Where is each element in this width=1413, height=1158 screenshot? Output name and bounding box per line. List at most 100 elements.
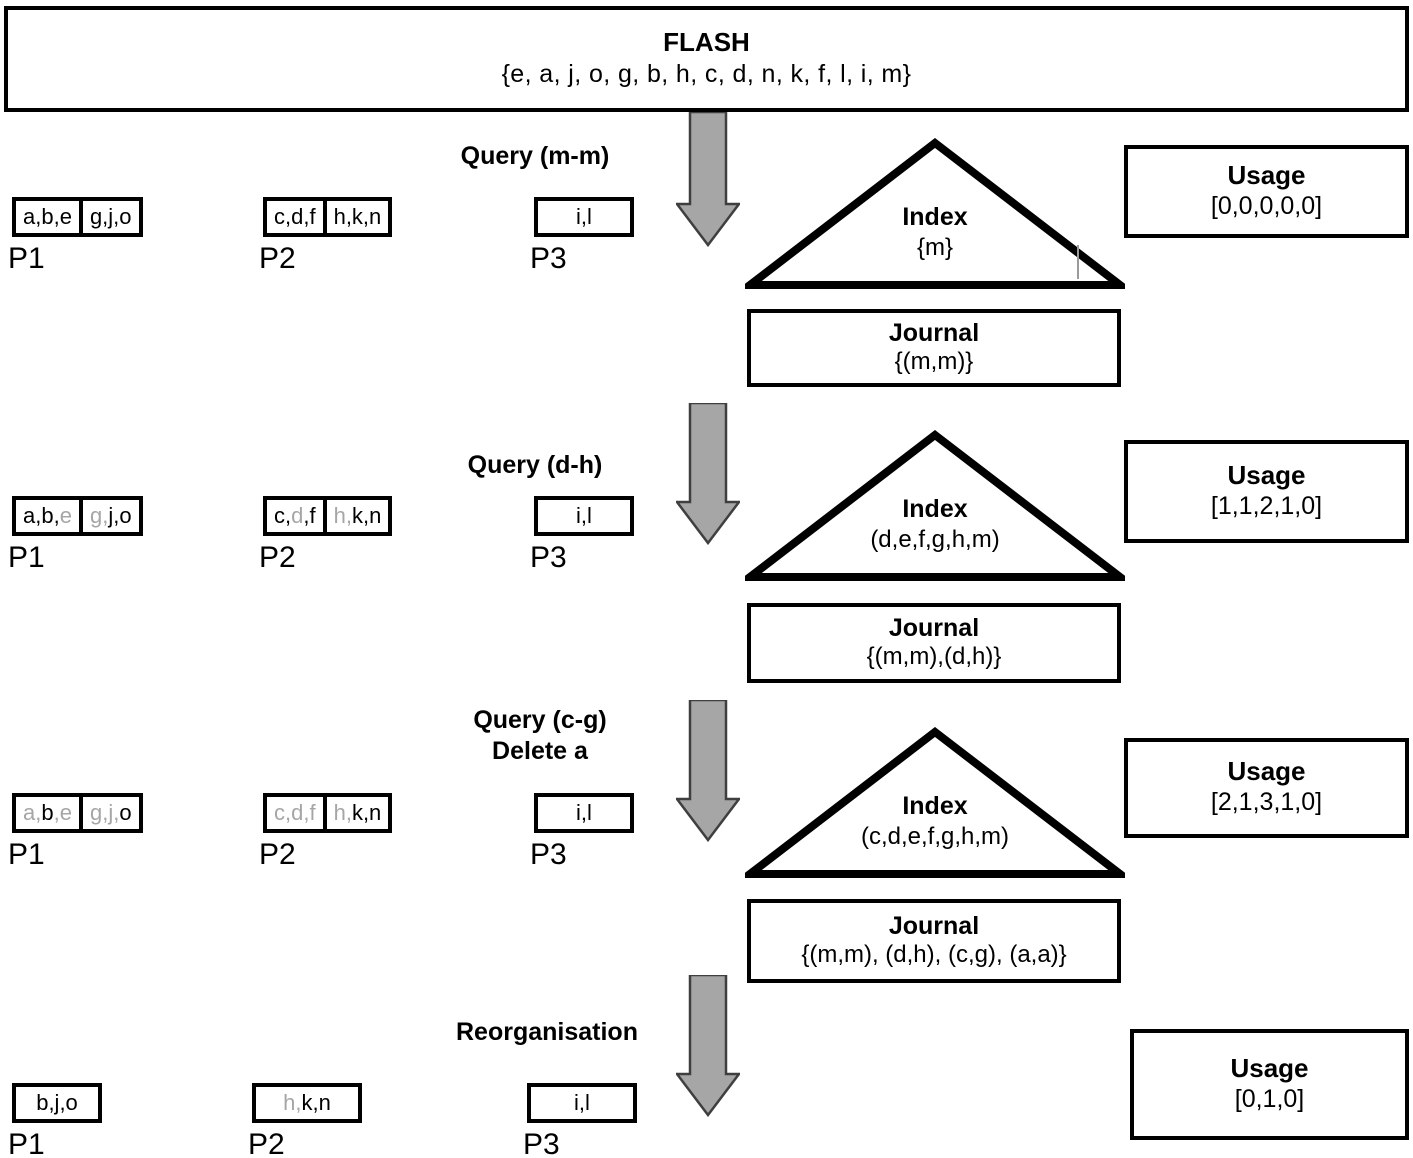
step-1-index-title: Index xyxy=(902,203,968,231)
flash-contents: {e, a, j, o, g, b, h, c, d, n, k, f, l, … xyxy=(501,59,912,88)
step-1-label-p2: P2 xyxy=(259,242,296,275)
step-3-operation-line-2: Delete a xyxy=(492,736,588,765)
page-cell-segment: i,l xyxy=(576,204,592,229)
step-1-index-contents: {m} xyxy=(916,234,954,261)
step-3-index-title: Index xyxy=(902,792,968,820)
flash-title: FLASH xyxy=(663,26,750,57)
step-1-label-p3: P3 xyxy=(530,242,567,275)
step-3-journal: Journal {(m,m), (d,h), (c,g), (a,a)} xyxy=(747,899,1121,983)
step-3-journal-title: Journal xyxy=(888,911,980,940)
page-cell-segment: a,b,e xyxy=(23,204,72,229)
page-cell-segment: i,l xyxy=(576,503,592,528)
flash-box: FLASH {e, a, j, o, g, b, h, c, d, n, k, … xyxy=(4,6,1409,112)
page-cell-segment: j,o xyxy=(108,503,132,528)
page-cell-segment: d xyxy=(291,503,304,528)
step-4-page-p3: i,l xyxy=(527,1083,637,1123)
step-2-page-p1: a,b,e g,j,o xyxy=(12,496,143,536)
step-1-journal-contents: {(m,m)} xyxy=(894,348,974,376)
step-4-label-p3: P3 xyxy=(523,1128,560,1158)
step-3-label-p2: P2 xyxy=(259,838,296,871)
page-cell: a,b,e xyxy=(16,797,79,829)
step-3-label-p1: P1 xyxy=(8,838,45,871)
step-2-page-p3: i,l xyxy=(534,496,634,536)
page-cell-segment: ,e xyxy=(53,800,72,825)
step-1-label-p1: P1 xyxy=(8,242,45,275)
page-cell-segment: k,n xyxy=(351,800,382,825)
page-cell-segment: i,l xyxy=(574,1090,590,1115)
step-3-index: Index (c,d,e,f,g,h,m) xyxy=(745,727,1125,879)
step-2-operation: Query (d-h) xyxy=(410,450,660,481)
step-1-page-p1: a,b,e g,j,o xyxy=(12,197,143,237)
step-1-usage-title: Usage xyxy=(1227,159,1306,190)
index-tick-mark xyxy=(1077,245,1079,279)
step-1-index: Index {m} xyxy=(745,138,1125,290)
page-cell: g,j,o xyxy=(78,797,139,829)
page-cell-segment: c, xyxy=(274,503,292,528)
step-4-operation-line-1: Reorganisation xyxy=(456,1018,638,1046)
step-4-usage: Usage [0,1,0] xyxy=(1130,1029,1409,1140)
page-cell: h,k,n xyxy=(322,500,389,532)
step-3-page-p1: a,b,e g,j,o xyxy=(12,793,143,833)
step-1-usage: Usage [0,0,0,0,0] xyxy=(1124,145,1409,238)
page-cell: a,b,e xyxy=(16,201,79,233)
step-1-journal: Journal {(m,m)} xyxy=(747,309,1121,387)
step-2-label-p3: P3 xyxy=(530,541,567,574)
step-1-usage-value: [0,0,0,0,0] xyxy=(1210,191,1323,220)
page-cell-segment: g,j,o xyxy=(89,204,132,229)
page-cell-segment: h,k,n xyxy=(333,204,382,229)
step-4-label-p1: P1 xyxy=(8,1128,45,1158)
step-4-operation: Reorganisation xyxy=(437,1017,657,1048)
page-cell: a,b,e xyxy=(16,500,79,532)
step-2-journal-title: Journal xyxy=(888,613,980,642)
step-1-journal-title: Journal xyxy=(888,318,980,347)
page-cell: h,k,n xyxy=(322,797,389,829)
page-cell: h,k,n xyxy=(322,201,389,233)
step-2-label-p2: P2 xyxy=(259,541,296,574)
step-1-page-p3: i,l xyxy=(534,197,634,237)
page-cell: c,d,f xyxy=(267,797,323,829)
page-cell-segment: a, xyxy=(23,800,42,825)
flow-arrow-2 xyxy=(674,401,742,546)
page-cell: c,d,f xyxy=(267,500,323,532)
step-2-usage: Usage [1,1,2,1,0] xyxy=(1124,440,1409,543)
page-cell: g,j,o xyxy=(78,201,139,233)
step-1-page-p2: c,d,f h,k,n xyxy=(263,197,393,237)
step-3-journal-contents: {(m,m), (d,h), (c,g), (a,a)} xyxy=(801,941,1067,969)
step-3-page-p3: i,l xyxy=(534,793,634,833)
step-2-operation-line-1: Query (d-h) xyxy=(467,451,603,479)
page-cell: i,l xyxy=(538,797,630,829)
page-cell-segment: b xyxy=(41,800,54,825)
flow-arrow-4 xyxy=(674,973,742,1118)
page-cell: i,l xyxy=(538,500,630,532)
page-cell-segment: i,l xyxy=(576,800,592,825)
step-3-page-p2: c,d,f h,k,n xyxy=(263,793,393,833)
step-4-page-p1: b,j,o xyxy=(12,1083,102,1123)
step-2-usage-title: Usage xyxy=(1227,459,1306,490)
step-3-usage-title: Usage xyxy=(1227,756,1306,787)
page-cell: i,l xyxy=(531,1087,633,1119)
step-2-label-p1: P1 xyxy=(8,541,45,574)
page-cell-segment: b,j,o xyxy=(36,1090,78,1115)
page-cell-segment: o xyxy=(119,800,132,825)
step-1-operation: Query (m-m) xyxy=(410,141,660,172)
step-2-index-contents: (d,e,f,g,h,m) xyxy=(870,526,1000,553)
page-cell-segment: h, xyxy=(283,1090,302,1115)
page-cell-segment: e xyxy=(59,503,72,528)
step-2-page-p2: c,d,f h,k,n xyxy=(263,496,393,536)
step-4-page-p2: h,k,n xyxy=(252,1083,362,1123)
step-2-index: Index (d,e,f,g,h,m) xyxy=(745,430,1125,582)
page-cell-segment: c,d,f xyxy=(274,800,316,825)
page-cell-segment: a,b, xyxy=(23,503,60,528)
step-2-journal-contents: {(m,m),(d,h)} xyxy=(866,643,1002,671)
step-3-label-p3: P3 xyxy=(530,838,567,871)
flow-arrow-3 xyxy=(674,698,742,843)
page-cell-segment: g,j, xyxy=(89,800,120,825)
page-cell: i,l xyxy=(538,201,630,233)
step-3-usage-value: [2,1,3,1,0] xyxy=(1210,788,1323,817)
page-cell-segment: ,f xyxy=(303,503,316,528)
page-cell: h,k,n xyxy=(256,1087,358,1119)
step-2-usage-value: [1,1,2,1,0] xyxy=(1210,491,1323,520)
page-cell-segment: g, xyxy=(89,503,109,528)
page-cell: c,d,f xyxy=(267,201,323,233)
